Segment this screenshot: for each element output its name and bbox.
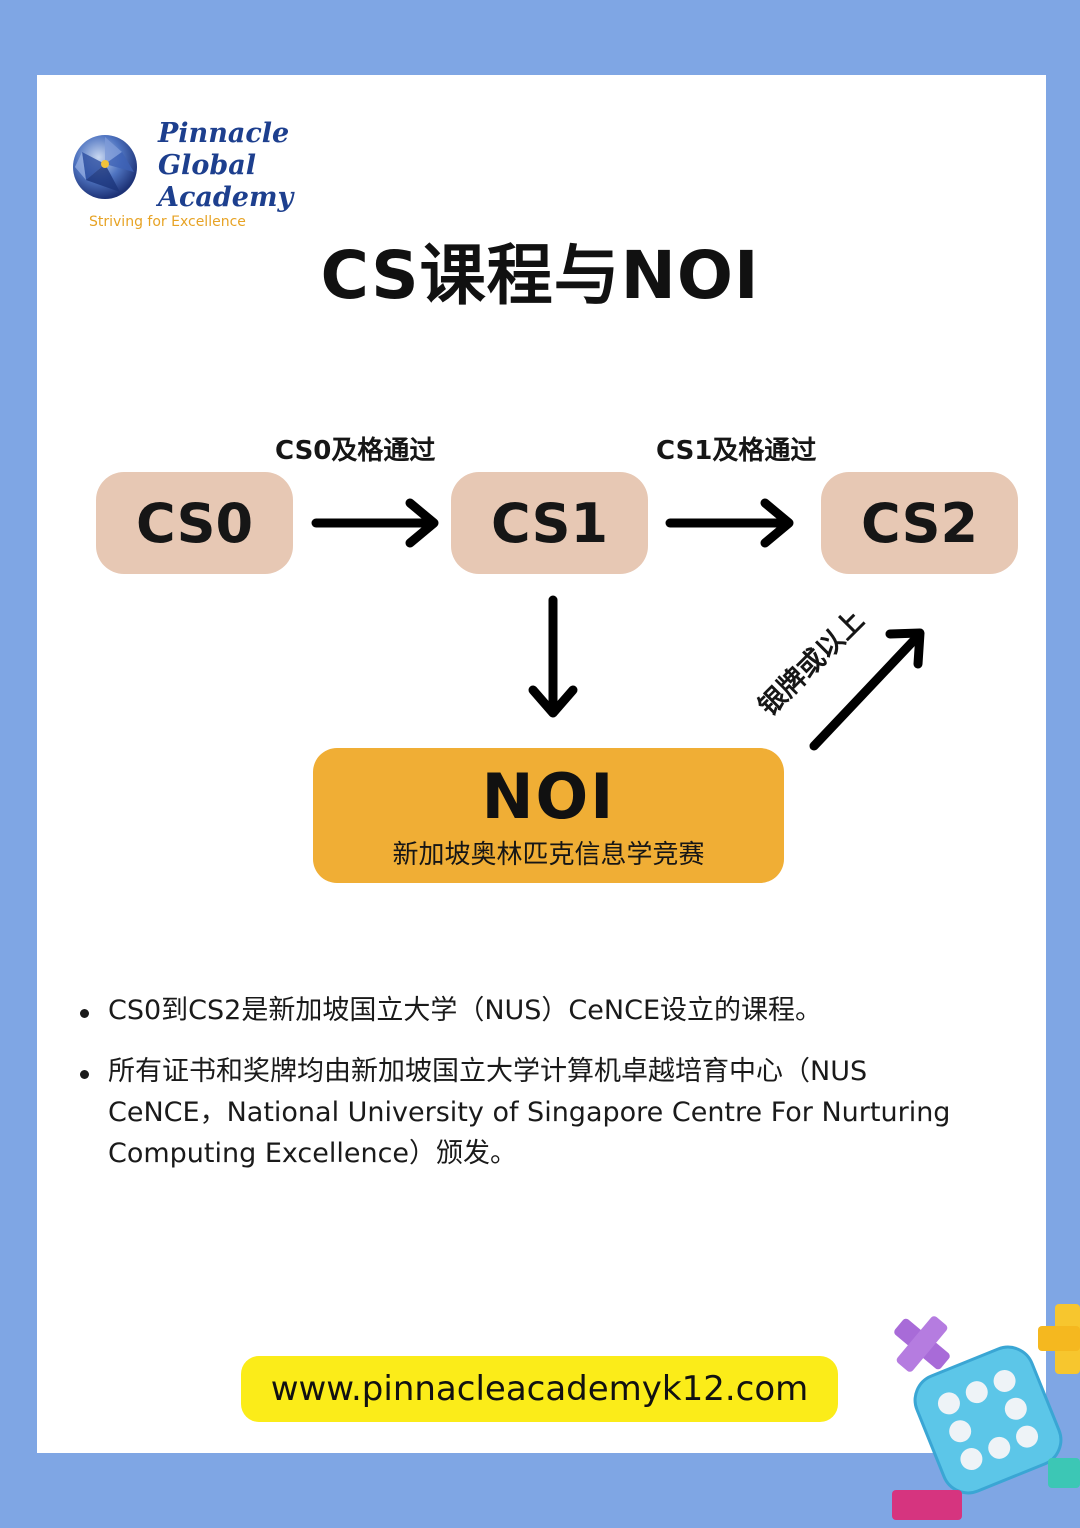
note-item-2: 所有证书和奖牌均由新加坡国立大学计算机卓越培育中心（NUS CeNCE，Nati… — [72, 1051, 952, 1174]
node-cs1: CS1 — [451, 472, 648, 574]
edge-label-cs1-to-cs2: CS1及格通过 — [656, 436, 817, 466]
logo-name-line-2: Global — [158, 150, 256, 181]
node-noi: NOI 新加坡奥林匹克信息学竞赛 — [313, 748, 784, 883]
teal-block-icon — [1048, 1458, 1080, 1488]
noi-title: NOI — [481, 760, 616, 833]
website-url[interactable]: www.pinnacleacademyk12.com — [241, 1356, 838, 1422]
logo-name: Pinnacle Global Academy — [158, 118, 293, 214]
blue-dice — [913, 1345, 1063, 1495]
edge-label-cs0-to-cs1: CS0及格通过 — [275, 436, 436, 466]
node-cs2: CS2 — [821, 472, 1018, 574]
note-item-1: CS0到CS2是新加坡国立大学（NUS）CeNCE设立的课程。 — [72, 990, 952, 1031]
globe-logo-icon — [73, 135, 137, 199]
notes-list: CS0到CS2是新加坡国立大学（NUS）CeNCE设立的课程。 所有证书和奖牌均… — [72, 990, 952, 1194]
logo-name-line-3: Academy — [158, 182, 294, 213]
dice-decoration-icon — [892, 1304, 1080, 1520]
plus-block-icon — [1038, 1304, 1080, 1374]
node-cs0: CS0 — [96, 472, 293, 574]
logo-name-line-1: Pinnacle — [158, 118, 290, 149]
academy-logo: Pinnacle Global Academy Striving for Exc… — [72, 118, 302, 238]
pink-block-icon — [892, 1490, 962, 1520]
logo-tagline: Striving for Excellence — [89, 214, 246, 230]
purple-cross-block-icon — [894, 1316, 950, 1372]
page-title: CS课程与NOI — [320, 237, 760, 314]
noi-subtitle: 新加坡奥林匹克信息学竞赛 — [392, 840, 705, 870]
